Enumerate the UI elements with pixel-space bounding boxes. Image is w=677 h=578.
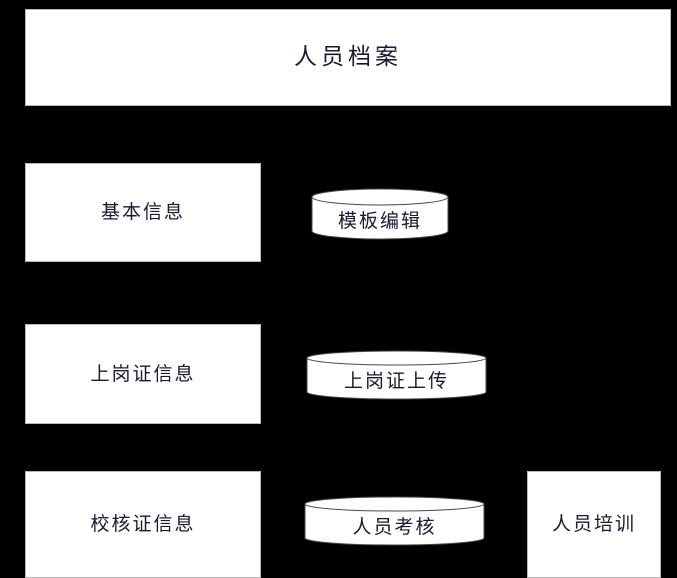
node-verify-info-label: 校核证信息 (90, 513, 196, 536)
node-permit-info[interactable]: 上岗证信息 (25, 324, 261, 424)
node-assessment-label: 人员考核 (352, 516, 437, 538)
node-assessment[interactable]: 人员考核 (304, 496, 485, 546)
cylinder-shape-icon (304, 496, 485, 546)
node-template-edit[interactable]: 模板编辑 (311, 188, 449, 240)
cylinder-shape-icon (306, 350, 487, 400)
node-personnel-archive-label: 人员档案 (294, 43, 402, 70)
node-permit-info-label: 上岗证信息 (90, 362, 196, 385)
node-basic-info[interactable]: 基本信息 (25, 163, 261, 262)
node-template-edit-label: 模板编辑 (337, 210, 422, 232)
node-verify-info[interactable]: 校核证信息 (25, 471, 261, 578)
cylinder-shape-icon (311, 188, 449, 240)
node-permit-upload[interactable]: 上岗证上传 (306, 350, 487, 400)
node-training-label: 人员培训 (551, 513, 636, 536)
node-personnel-archive[interactable]: 人员档案 (25, 9, 671, 106)
node-permit-upload-label: 上岗证上传 (343, 370, 449, 392)
node-basic-info-label: 基本信息 (100, 201, 185, 224)
node-training[interactable]: 人员培训 (527, 471, 661, 578)
